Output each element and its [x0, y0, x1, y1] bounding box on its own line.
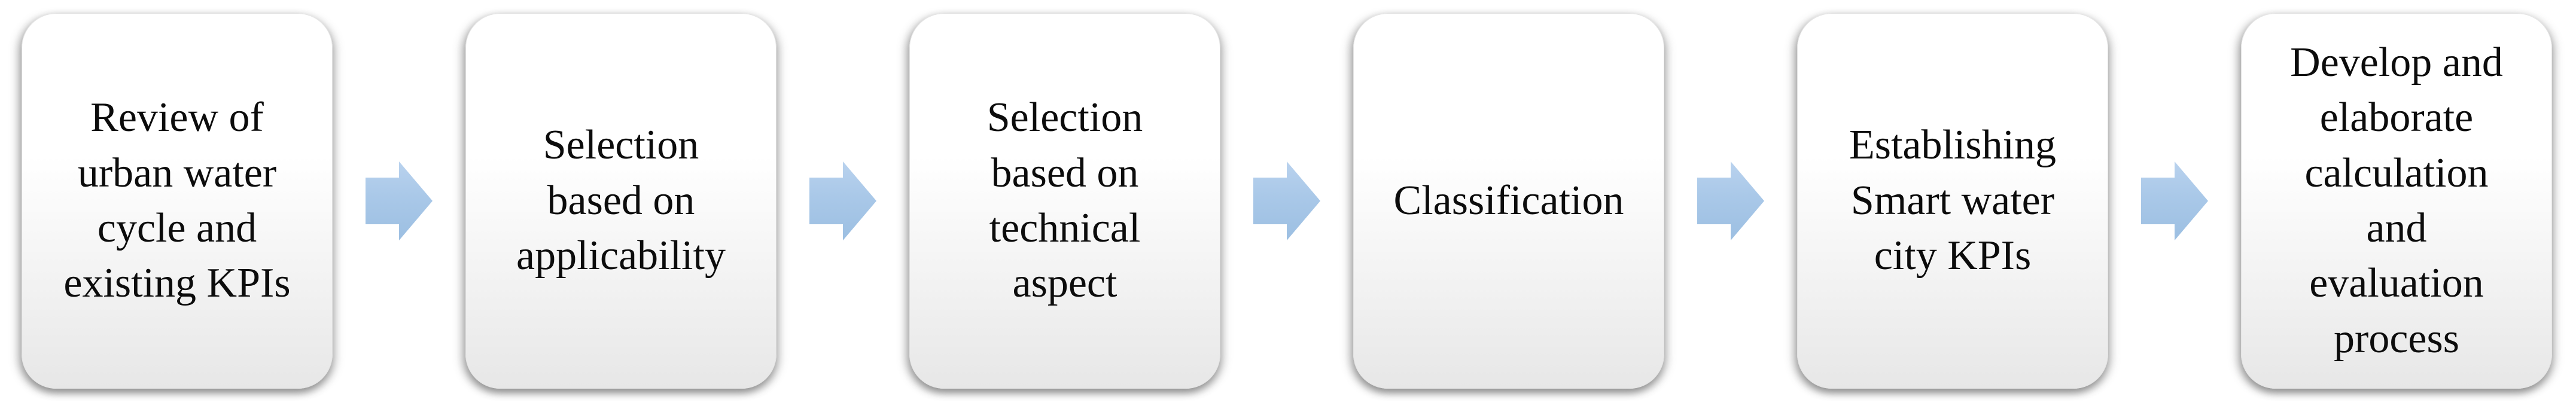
flow-step-label: Develop and elaborate calculation and ev… — [2290, 39, 2503, 362]
arrow-slot — [1220, 13, 1353, 389]
flow-step-label: Selection based on applicability — [516, 122, 726, 279]
right-arrow-icon — [1697, 161, 1764, 240]
flow-step-selection-applicability: Selection based on applicability — [465, 13, 777, 389]
flow-step-label: Establishing Smart water city KPIs — [1849, 122, 2057, 279]
flow-step-develop-process: Develop and elaborate calculation and ev… — [2241, 13, 2552, 389]
right-arrow-icon — [1253, 161, 1320, 240]
flow-step-selection-technical: Selection based on technical aspect — [909, 13, 1220, 389]
arrow-slot — [777, 13, 909, 389]
flow-step-label: Selection based on technical aspect — [986, 94, 1143, 307]
flow-step-classification: Classification — [1353, 13, 1664, 389]
flow-step-label: Review of urban water cycle and existing… — [63, 94, 291, 307]
arrow-slot — [1664, 13, 1797, 389]
right-arrow-icon — [2141, 161, 2208, 240]
arrow-slot — [333, 13, 465, 389]
arrow-slot — [2108, 13, 2241, 389]
flow-step-label: Classification — [1393, 177, 1624, 224]
flow-step-establish-kpis: Establishing Smart water city KPIs — [1797, 13, 2108, 389]
right-arrow-icon — [809, 161, 876, 240]
flow-step-review: Review of urban water cycle and existing… — [22, 13, 333, 389]
right-arrow-icon — [366, 161, 433, 240]
